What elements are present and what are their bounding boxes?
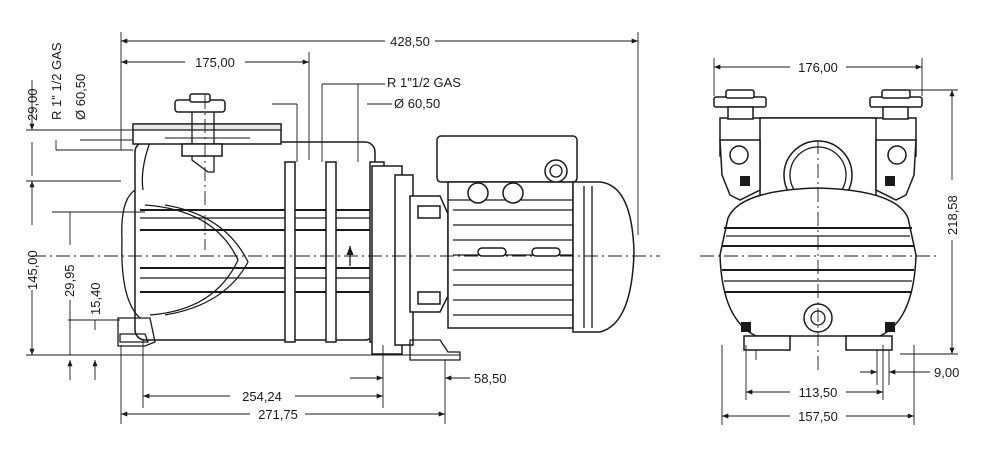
dim-total-height-label: 145,00 — [25, 250, 40, 290]
dim-inlet-diameter-label: Ø 60,50 — [394, 96, 440, 111]
dim-base-length-label: 271,75 — [258, 407, 298, 422]
dim-foot-height-b-label: 15,40 — [88, 282, 103, 315]
dim-total-height: 145,00 — [25, 180, 460, 356]
dim-inlet-diameter: Ø 60,50 — [367, 96, 440, 111]
dim-outlet-thread-vertical: R 1" 1/2 GAS — [49, 42, 64, 150]
dim-top-height-label: 29,00 — [25, 88, 40, 121]
dim-inlet-thread-label: R 1"1/2 GAS — [387, 75, 461, 90]
dim-hole-size-label: 9,00 — [934, 365, 959, 380]
dim-overall-length-label: 428,50 — [390, 34, 430, 49]
dim-motor-offset-label: 58,50 — [474, 371, 507, 386]
dim-body-length: 254,24 — [142, 340, 384, 408]
dim-foot-height-a-label: 29,95 — [62, 264, 77, 297]
dim-base-width: 157,50 — [721, 345, 915, 425]
dim-outlet-diameter-vertical-label: Ø 60,50 — [73, 74, 88, 120]
dim-top-width-label: 176,00 — [798, 60, 838, 75]
strainer-lid — [132, 93, 282, 173]
dim-outlet-diameter-vertical: Ø 60,50 — [56, 74, 133, 151]
motor — [436, 135, 635, 333]
dim-top-height: 29,00 — [25, 80, 133, 176]
pump-motor-connector — [409, 195, 461, 361]
dim-top-offset: 175,00 — [121, 52, 310, 160]
dim-hole-size: 9,00 — [860, 350, 959, 385]
dim-height: 218,58 — [890, 89, 960, 355]
dim-base-width-label: 157,50 — [798, 409, 838, 424]
pump-strainer-body — [117, 141, 414, 355]
dim-base-length: 271,75 — [120, 345, 446, 424]
dim-foot-height-b: 15,40 — [68, 282, 120, 380]
front-view: 176,00 218,58 113,50 157,50 — [700, 58, 960, 425]
dim-height-label: 218,58 — [945, 195, 960, 235]
dim-foot-spacing: 113,50 — [745, 345, 884, 400]
dim-foot-spacing-label: 113,50 — [799, 385, 838, 400]
dim-outlet-thread-vertical-label: R 1" 1/2 GAS — [49, 42, 64, 120]
dim-inlet-thread: R 1"1/2 GAS — [358, 75, 461, 90]
dim-motor-offset: 58,50 — [350, 371, 507, 386]
dim-body-length-label: 254,24 — [242, 389, 282, 404]
dim-top-offset-label: 175,00 — [195, 55, 235, 70]
dim-foot-height-a: 29,95 — [52, 211, 145, 380]
side-view: 428,50 175,00 R 1"1/2 GAS Ø 60,50 R 1" 1… — [25, 32, 660, 424]
